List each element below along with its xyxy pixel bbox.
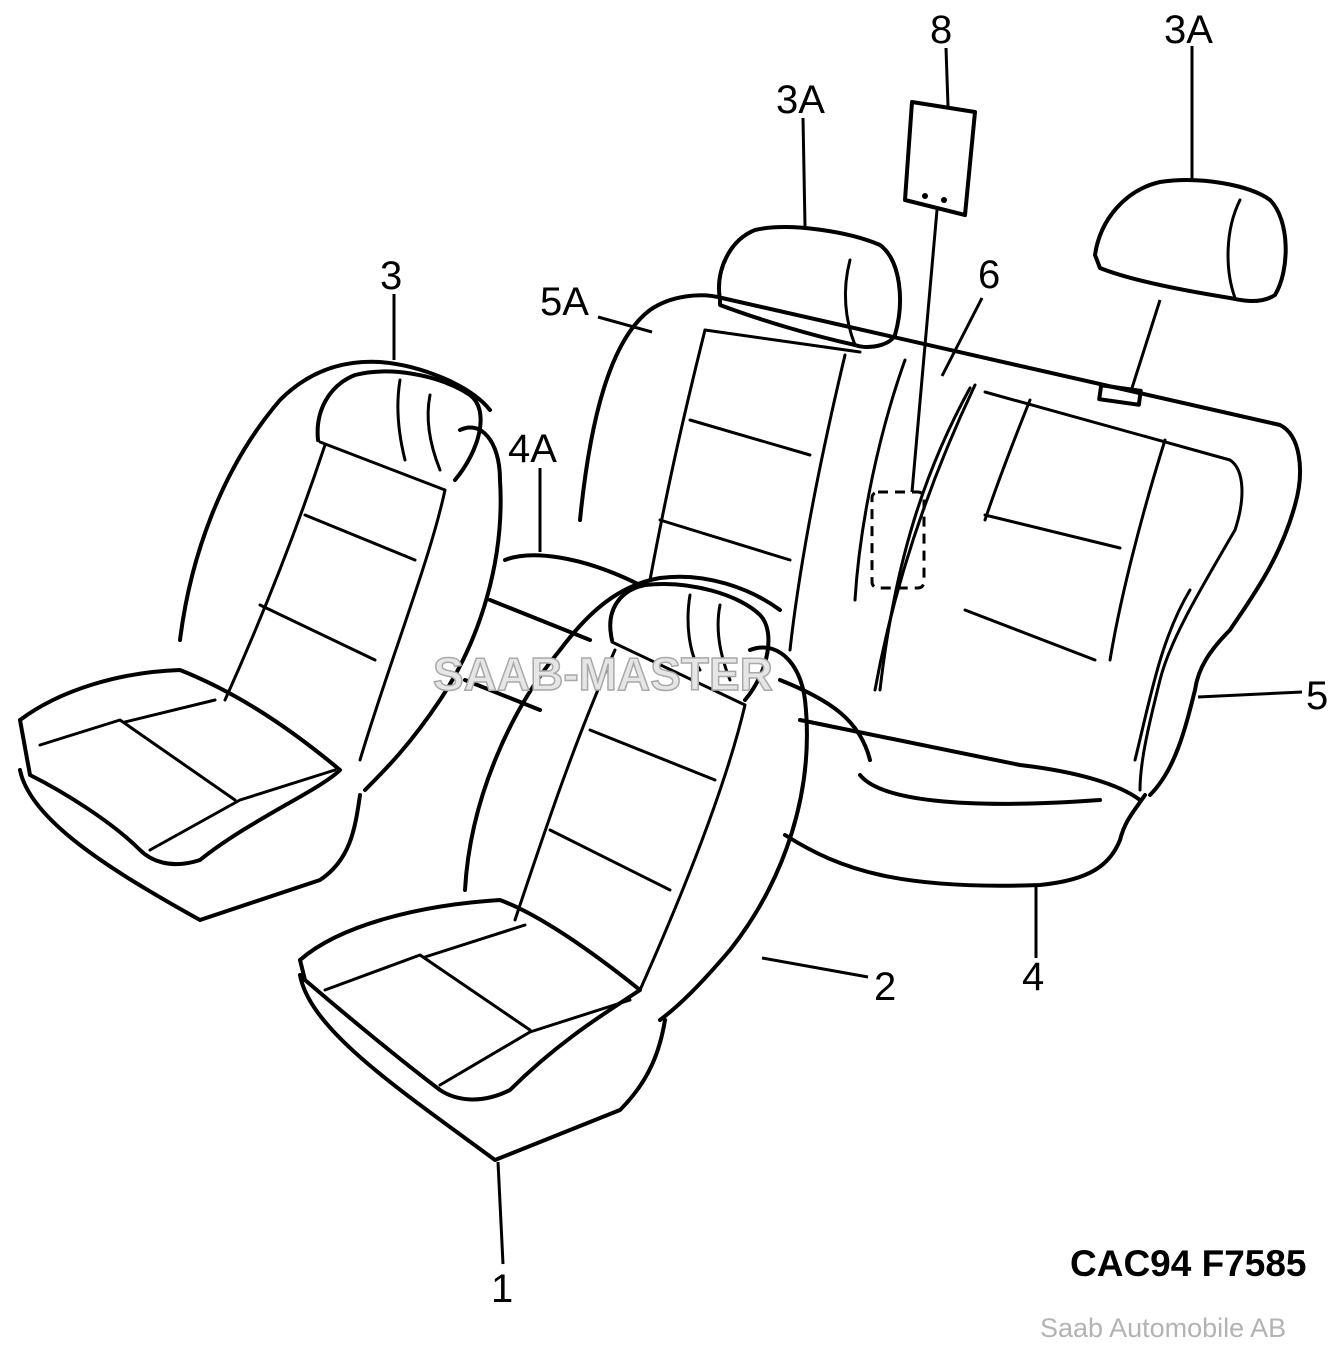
rear-headrest-right	[1093, 178, 1288, 407]
armrest-recess	[853, 358, 972, 692]
rear-headrest-left	[717, 225, 902, 349]
callout-1: 1	[491, 1267, 513, 1311]
callout-3a-left: 3A	[776, 78, 825, 122]
centre-headrest-part-8	[903, 100, 977, 217]
rear-seat-backrest	[578, 293, 1302, 797]
callout-4: 4	[1022, 955, 1044, 999]
callout-3: 3	[380, 254, 402, 298]
credit-text: Saab Automobile AB	[1040, 1313, 1286, 1343]
callout-6: 6	[978, 253, 1000, 297]
leader-lines	[392, 46, 1303, 1265]
callout-4a: 4A	[508, 427, 557, 471]
watermark-text: SAAB-MASTER	[433, 648, 773, 700]
front-right-seat	[298, 574, 809, 1162]
callout-8: 8	[930, 8, 952, 52]
rear-seat-cushion	[463, 553, 1147, 888]
callout-5: 5	[1306, 674, 1328, 718]
callout-2: 2	[874, 965, 896, 1009]
callout-3a-right: 3A	[1164, 8, 1213, 52]
callout-5a: 5A	[540, 280, 589, 324]
figure-code: CAC94 F7585	[1070, 1243, 1307, 1284]
front-left-seat	[18, 359, 503, 922]
